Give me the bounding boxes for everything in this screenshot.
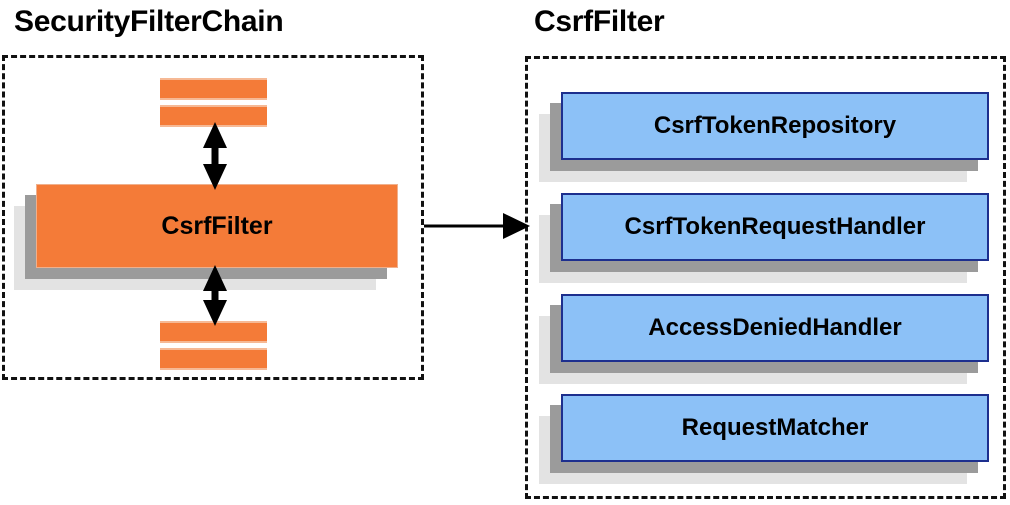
dependency-card-label: RequestMatcher [561, 394, 989, 462]
csrf-filter-title: CsrfFilter [534, 5, 665, 38]
filter-bar-above-2 [160, 105, 267, 127]
filter-bar-above-1 [160, 78, 267, 100]
security-filter-chain-container [2, 55, 424, 380]
csrf-filter-card-label: CsrfFilter [36, 184, 398, 268]
dependency-card-csrf-token-request-handler[interactable]: CsrfTokenRequestHandler [539, 193, 989, 283]
security-filter-chain-title: SecurityFilterChain [14, 5, 284, 38]
dependency-card-csrf-token-repository[interactable]: CsrfTokenRepository [539, 92, 989, 182]
dependency-card-request-matcher[interactable]: RequestMatcher [539, 394, 989, 484]
csrf-filter-container [525, 56, 1006, 499]
dependency-card-label: CsrfTokenRequestHandler [561, 193, 989, 261]
filter-bar-below-2 [160, 348, 267, 370]
dependency-card-label: AccessDeniedHandler [561, 294, 989, 362]
filter-bar-below-1 [160, 321, 267, 343]
csrf-filter-card[interactable]: CsrfFilter [14, 184, 398, 290]
dependency-card-access-denied-handler[interactable]: AccessDeniedHandler [539, 294, 989, 384]
right-arrow-icon [424, 213, 530, 239]
dependency-card-label: CsrfTokenRepository [561, 92, 989, 160]
